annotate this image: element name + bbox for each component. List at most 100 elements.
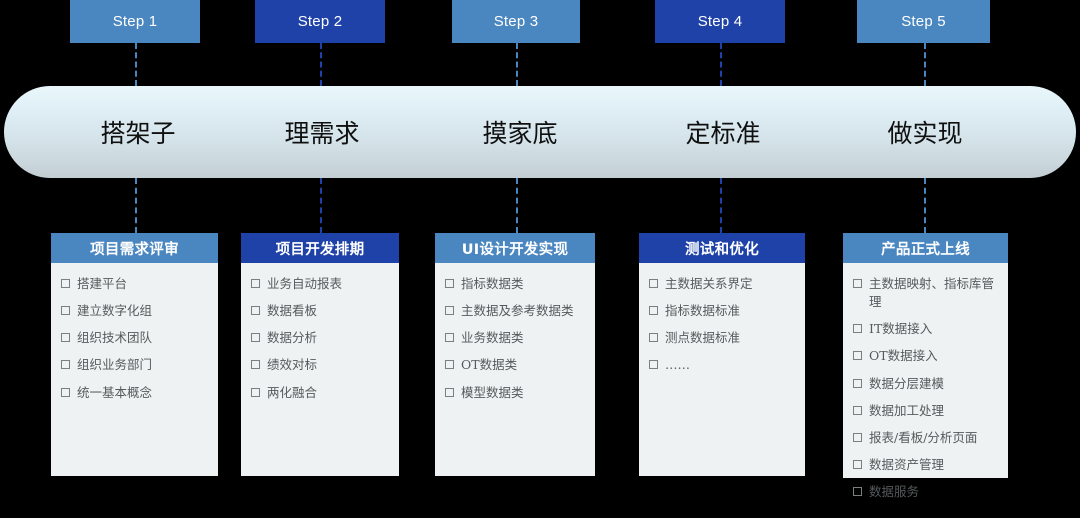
square-bullet-icon: [445, 279, 454, 288]
list-item-label: 业务数据类: [461, 330, 524, 346]
list-item-label: 组织技术团队: [77, 330, 153, 346]
list-item: 统一基本概念: [61, 384, 210, 402]
list-item-label: 组织业务部门: [77, 357, 153, 373]
phase-banner: 搭架子 理需求 摸家底 定标准 做实现: [4, 86, 1076, 178]
list-item: 业务数据类: [445, 329, 587, 347]
banner-phase-label-3: 摸家底: [482, 119, 558, 148]
square-bullet-icon: [61, 387, 70, 397]
square-bullet-icon: [445, 333, 454, 343]
connector-banner-to-card-2: [320, 178, 322, 233]
step-box-2[interactable]: Step 2: [255, 0, 385, 43]
list-item-label: 搭建平台: [77, 276, 128, 291]
step-box-3[interactable]: Step 3: [452, 0, 580, 43]
diagram-canvas: Step 1 Step 2 Step 3 Step 4 Step 5 搭架子 理需求 摸家底…: [4, 0, 1076, 499]
detail-card-5[interactable]: 产品正式上线主数据映射、指标库管理 IT数据接入 OT数据接入数据分层建模数据加工处…: [843, 233, 1008, 499]
list-item-label: 数据资产管理: [869, 456, 945, 472]
list-item: ……: [649, 356, 797, 374]
list-item-label: 数据加工处理: [869, 402, 945, 418]
list-item: 搭建平台: [61, 275, 210, 293]
list-item-label: 主数据关系界定: [665, 276, 753, 291]
square-bullet-icon: [649, 279, 658, 288]
detail-card-1[interactable]: 项目需求评审搭建平台建立数字化组组织技术团队组织业务部门统一基本概念: [51, 233, 218, 476]
banner-phase-label-2: 理需求: [284, 119, 360, 148]
list-item: 指标数据标准: [649, 302, 797, 320]
list-item-label: 报表/看板/分析页面: [869, 429, 978, 445]
square-bullet-icon: [445, 306, 454, 316]
connector-step-to-banner-4: [720, 43, 722, 86]
list-item-label: 统一基本概念: [77, 384, 153, 400]
list-item-label: 指标数据类: [461, 276, 524, 291]
list-item-label: 主数据及参考数据类: [461, 303, 574, 319]
banner-phase-label-4: 定标准: [685, 119, 761, 148]
list-item-label: 测点数据标准: [665, 330, 741, 346]
list-item: 组织业务部门: [61, 356, 210, 374]
square-bullet-icon: [251, 360, 260, 370]
list-item: 两化融合: [251, 384, 391, 402]
connector-banner-to-card-4: [720, 178, 722, 233]
detail-card-body-2: 业务自动报表数据看板数据分析绩效对标两化融合: [241, 263, 399, 419]
step-box-1[interactable]: Step 1: [70, 0, 200, 43]
list-item-label: OT数据类: [461, 357, 518, 373]
square-bullet-icon: [853, 378, 862, 388]
square-bullet-icon: [251, 333, 260, 343]
square-bullet-icon: [853, 459, 862, 469]
list-item: 指标数据类: [445, 275, 587, 293]
list-item-label: 两化融合: [267, 384, 318, 400]
square-bullet-icon: [853, 324, 862, 334]
detail-card-3[interactable]: UI设计开发实现指标数据类主数据及参考数据类业务数据类 OT数据类模型数据类: [435, 233, 595, 476]
list-item: 主数据关系界定: [649, 275, 797, 293]
step-box-5[interactable]: Step 5: [857, 0, 990, 43]
list-item: 测点数据标准: [649, 329, 797, 347]
list-item: 数据看板: [251, 302, 391, 320]
list-item-label: 数据服务: [869, 484, 920, 499]
detail-card-body-5: 主数据映射、指标库管理 IT数据接入 OT数据接入数据分层建模数据加工处理报表/看板…: [843, 263, 1008, 518]
list-item-label: IT数据接入: [869, 321, 933, 337]
detail-card-title-4: 测试和优化: [639, 233, 805, 263]
connector-step-to-banner-3: [516, 43, 518, 86]
banner-phase-label-5: 做实现: [887, 119, 963, 148]
list-item: 数据资产管理: [853, 456, 1000, 474]
list-item: 主数据映射、指标库管理: [853, 275, 1000, 311]
detail-card-title-3: UI设计开发实现: [435, 233, 595, 263]
list-item-label: 指标数据标准: [665, 303, 741, 319]
list-item-label: 主数据映射、指标库管理: [869, 276, 995, 310]
square-bullet-icon: [445, 360, 454, 370]
list-item: 数据加工处理: [853, 402, 1000, 420]
list-item-label: 业务自动报表: [267, 276, 343, 291]
square-bullet-icon: [853, 405, 862, 415]
square-bullet-icon: [853, 279, 862, 288]
square-bullet-icon: [61, 306, 70, 316]
square-bullet-icon: [445, 387, 454, 397]
detail-card-body-1: 搭建平台建立数字化组组织技术团队组织业务部门统一基本概念: [51, 263, 218, 419]
list-item: 数据分析: [251, 329, 391, 347]
detail-card-title-1: 项目需求评审: [51, 233, 218, 263]
phase-banner-labels: 搭架子 理需求 摸家底 定标准 做实现: [4, 86, 1076, 178]
square-bullet-icon: [251, 306, 260, 316]
connector-step-to-banner-1: [135, 43, 137, 86]
square-bullet-icon: [649, 360, 658, 370]
list-item-label: 数据分析: [267, 330, 318, 346]
list-item: 数据分层建模: [853, 375, 1000, 393]
list-item-label: 模型数据类: [461, 384, 524, 400]
square-bullet-icon: [649, 333, 658, 343]
square-bullet-icon: [853, 487, 862, 496]
banner-phase-label-1: 搭架子: [100, 119, 176, 148]
detail-card-4[interactable]: 测试和优化主数据关系界定指标数据标准测点数据标准 ……: [639, 233, 805, 476]
square-bullet-icon: [853, 432, 862, 442]
square-bullet-icon: [61, 333, 70, 343]
list-item: OT数据类: [445, 356, 587, 374]
list-item-label: 绩效对标: [267, 357, 318, 373]
square-bullet-icon: [61, 360, 70, 370]
square-bullet-icon: [251, 279, 260, 288]
list-item-label: 数据看板: [267, 303, 318, 319]
square-bullet-icon: [251, 387, 260, 397]
step-box-4[interactable]: Step 4: [655, 0, 785, 43]
list-item: 报表/看板/分析页面: [853, 429, 1000, 447]
list-item: 主数据及参考数据类: [445, 302, 587, 320]
list-item-label: OT数据接入: [869, 348, 938, 364]
detail-card-body-4: 主数据关系界定指标数据标准测点数据标准 ……: [639, 263, 805, 392]
detail-card-2[interactable]: 项目开发排期业务自动报表数据看板数据分析绩效对标两化融合: [241, 233, 399, 476]
connector-banner-to-card-1: [135, 178, 137, 233]
detail-card-title-5: 产品正式上线: [843, 233, 1008, 263]
list-item-label: 建立数字化组: [77, 303, 153, 319]
